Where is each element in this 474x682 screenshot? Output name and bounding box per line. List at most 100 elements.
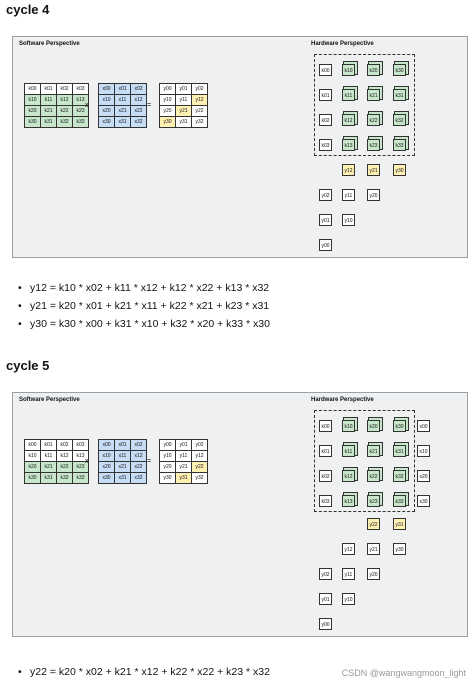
k-input-cell: k01: [319, 445, 332, 457]
pe-cell: k21: [367, 89, 380, 101]
matrix-cell: x01: [114, 83, 131, 95]
matrix-cell: y11: [175, 450, 192, 462]
matrix-cell: x32: [130, 116, 147, 128]
matrix-cell: k22: [56, 105, 73, 117]
matrix-cell: x12: [130, 94, 147, 106]
matrix-cell: x11: [114, 450, 131, 462]
k-input-cell: k02: [319, 470, 332, 482]
hardware-title: Hardware Perspective: [311, 397, 374, 403]
bullet-dot: •: [18, 282, 22, 294]
pe-cell: k11: [342, 89, 355, 101]
matrix-cell: k00: [24, 83, 41, 95]
hardware-title: Hardware Perspective: [311, 41, 374, 47]
bullet-dot: •: [18, 318, 22, 330]
matrix-cell: y10: [159, 450, 176, 462]
bullet-dot: •: [18, 666, 22, 678]
matrix-cell: x02: [130, 439, 147, 451]
y-output-cell: y01: [319, 593, 332, 605]
matrix-cell: k02: [56, 439, 73, 451]
matrix-cell: y02: [191, 439, 208, 451]
formula-text: y30 = k30 * x00 + k31 * x10 + k32 * x20 …: [30, 318, 270, 330]
cycle4-panel: Software Perspective Hardware Perspectiv…: [12, 36, 468, 258]
pe-array-boundary: [314, 410, 415, 512]
matrix-cell: x12: [130, 450, 147, 462]
matrix-cell: y30: [159, 472, 176, 484]
y-output-cell: y30: [393, 543, 406, 555]
y-output-cell: y21: [367, 543, 380, 555]
times-sign: x: [85, 458, 89, 465]
k-input-cell: k01: [319, 89, 332, 101]
k-input-cell: k03: [319, 495, 332, 507]
pe-cell: k22: [367, 114, 380, 126]
y-output-cell: y21: [367, 164, 380, 176]
pe-cell: k11: [342, 445, 355, 457]
y-output-cell: y20: [367, 189, 380, 201]
y-output-cell: y31: [393, 518, 406, 530]
matrix-cell: y00: [159, 83, 176, 95]
pe-cell: k33: [393, 139, 406, 151]
formula-text: y21 = k20 * x01 + k21 * x11 + k22 * x21 …: [30, 300, 270, 312]
cycle4-heading: cycle 4: [6, 2, 50, 17]
pe-cell: k10: [342, 64, 355, 76]
pe-cell: k12: [342, 114, 355, 126]
matrix-cell: x01: [114, 439, 131, 451]
k-input-cell: k02: [319, 114, 332, 126]
formula-bullet: •y21 = k20 * x01 + k21 * x11 + k22 * x21…: [18, 299, 269, 314]
matrix-cell: k30: [24, 472, 41, 484]
equals-sign: =: [147, 458, 152, 465]
y-output-cell: y11: [342, 189, 355, 201]
software-title: Software Perspective: [19, 41, 80, 47]
formula-bullet: • y30 = k30 * x00 + k31 * x10 + k32 * x20…: [18, 317, 270, 332]
matrix-cell: x31: [114, 472, 131, 484]
pe-cell: k21: [367, 445, 380, 457]
x-input-cell: x30: [417, 495, 430, 507]
y-output-cell: y10: [342, 593, 355, 605]
matrix-cell: y21: [175, 461, 192, 473]
pe-cell: k33: [393, 495, 406, 507]
matrix-cell: k11: [40, 450, 57, 462]
matrix-cell: y01: [175, 83, 192, 95]
y-output-cell: y00: [319, 618, 332, 630]
times-sign: x: [85, 102, 89, 109]
y-output-cell: y01: [319, 214, 332, 226]
matrix-cell: k20: [24, 105, 41, 117]
matrix-cell: y10: [159, 94, 176, 106]
matrix-cell: k10: [24, 450, 41, 462]
matrix-cell: k23: [72, 105, 89, 117]
matrix-cell: x10: [98, 450, 115, 462]
y-output-cell: y02: [319, 568, 332, 580]
matrix-cell: x31: [114, 116, 131, 128]
matrix-cell: k21: [40, 105, 57, 117]
pe-cell: k30: [393, 64, 406, 76]
matrix-cell: k00: [24, 439, 41, 451]
matrix-cell: y30: [159, 116, 176, 128]
matrix-cell: k12: [56, 94, 73, 106]
pe-cell: k12: [342, 470, 355, 482]
pe-cell: k32: [393, 114, 406, 126]
matrix-cell: y21: [175, 105, 192, 117]
matrix-cell: k22: [56, 461, 73, 473]
pe-cell: k31: [393, 445, 406, 457]
matrix-cell: k11: [40, 94, 57, 106]
y-output-cell: y10: [342, 214, 355, 226]
pe-array-boundary: [314, 54, 415, 156]
formula-text: y22 = k20 * x02 + k21 * x12 + k22 * x22 …: [30, 666, 270, 678]
software-title: Software Perspective: [19, 397, 80, 403]
pe-cell: k23: [367, 495, 380, 507]
y-output-cell: y20: [367, 568, 380, 580]
matrix-cell: k02: [56, 83, 73, 95]
matrix-cell: y12: [191, 94, 208, 106]
matrix-cell: y31: [175, 116, 192, 128]
matrix-cell: x00: [98, 83, 115, 95]
matrix-cell: x22: [130, 105, 147, 117]
formula-text: y12 = k10 * x02 + k11 * x12 + k12 * x22 …: [30, 282, 270, 294]
formula-bullet: • y12 = k10 * x02 + k11 * x12 + k12 * x22…: [18, 281, 269, 296]
pe-cell: k30: [393, 420, 406, 432]
k-input-cell: k00: [319, 420, 332, 432]
pe-cell: k31: [393, 89, 406, 101]
pe-cell: k20: [367, 420, 380, 432]
equals-sign: =: [147, 102, 152, 109]
